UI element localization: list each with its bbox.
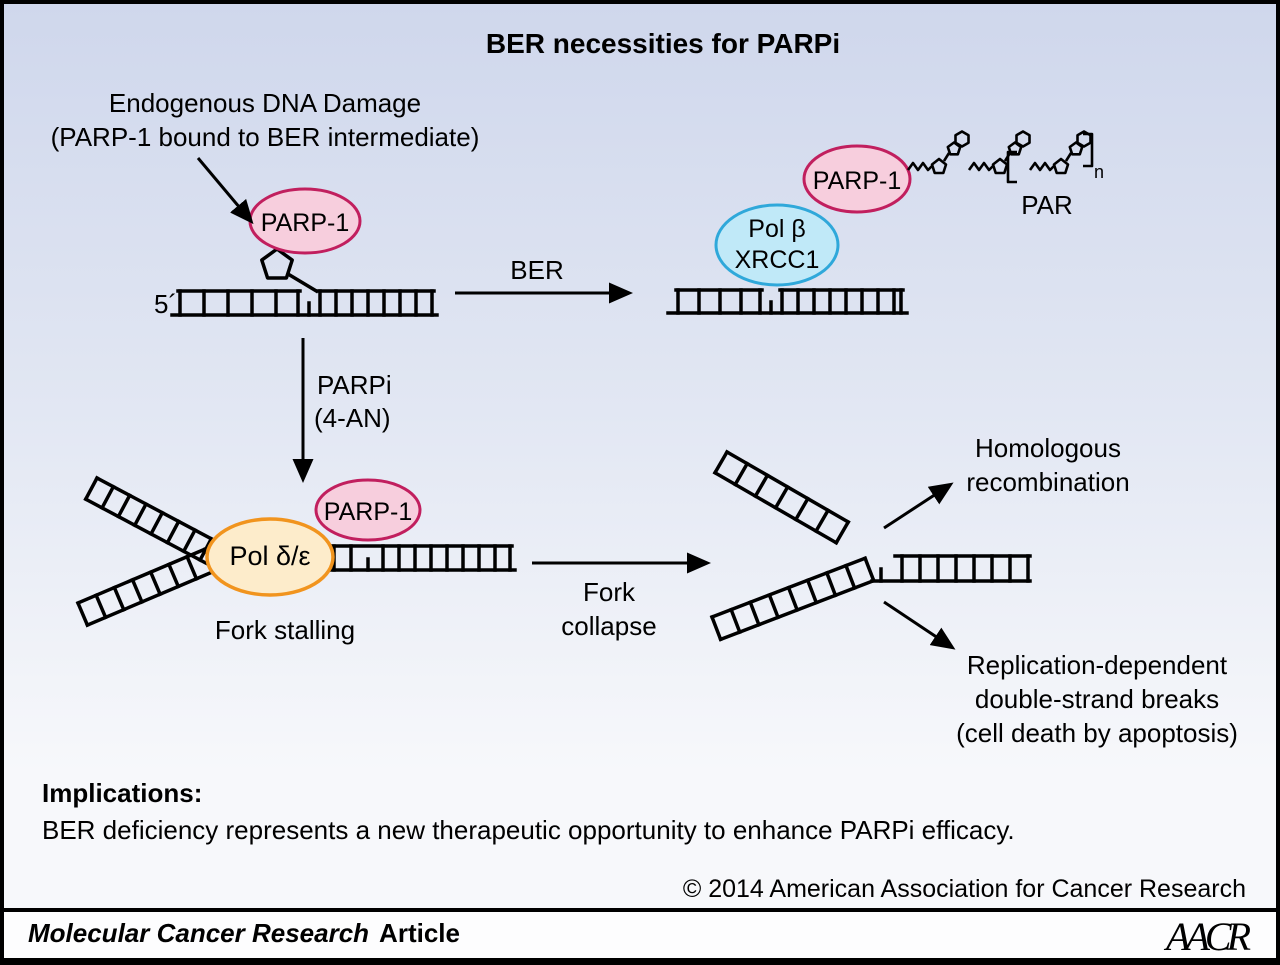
par-repeat-subscript: n	[1094, 162, 1105, 182]
journal-name: Molecular Cancer Research	[28, 918, 370, 948]
parp1-label-fork: PARP-1	[323, 498, 413, 526]
implications-body: BER deficiency represents a new therapeu…	[42, 815, 1015, 845]
repl-line1: Replication-dependent	[966, 650, 1228, 680]
replication-dsb-label: Replication-dependent double-strand brea…	[956, 648, 1238, 750]
repl-line3: (cell death by apoptosis)	[956, 718, 1238, 748]
polb-label: Pol β	[748, 215, 806, 243]
implications-heading: Implications:	[42, 778, 203, 808]
endogenous-damage-line1: Endogenous DNA Damage	[108, 88, 422, 118]
journal-footer-bar: Molecular Cancer Research Article AACR	[4, 912, 1276, 959]
repl-line2: double-strand breaks	[974, 684, 1220, 714]
fork-collapse-line2: collapse	[561, 611, 657, 641]
parp1-label-right: PARP-1	[812, 167, 902, 195]
xrcc1-label: XRCC1	[734, 246, 820, 274]
homologous-recombination-label: Homologous recombination	[966, 431, 1129, 499]
hr-line1: Homologous	[975, 433, 1121, 463]
parpi-label-line1: PARPi	[317, 370, 392, 400]
aacr-logo: AACR	[1166, 914, 1251, 959]
article-label: Article	[379, 918, 460, 948]
hr-line2: recombination	[966, 467, 1130, 497]
parp1-label-left: PARP-1	[260, 209, 350, 237]
pol-delta-epsilon-label: Pol δ/ε	[229, 541, 311, 571]
ber-arrow-label: BER	[510, 255, 564, 285]
copyright-line: © 2014 American Association for Cancer R…	[682, 875, 1246, 903]
journal-title: Molecular Cancer Research Article	[28, 918, 460, 949]
figure-title: BER necessities for PARPi	[485, 28, 841, 59]
five-prime-label: 5´	[154, 289, 178, 319]
parpi-label-line2: (4-AN)	[314, 403, 391, 433]
polb-xrcc1-label: Pol β XRCC1	[735, 214, 820, 276]
endogenous-damage-caption: Endogenous DNA Damage (PARP-1 bound to B…	[51, 86, 480, 154]
endogenous-damage-line2: (PARP-1 bound to BER intermediate)	[50, 122, 480, 152]
fork-stalling-label: Fork stalling	[214, 615, 356, 645]
fork-collapse-label: Fork collapse	[561, 575, 656, 643]
par-label: PAR	[1021, 190, 1073, 220]
fork-collapse-line1: Fork	[583, 577, 635, 607]
